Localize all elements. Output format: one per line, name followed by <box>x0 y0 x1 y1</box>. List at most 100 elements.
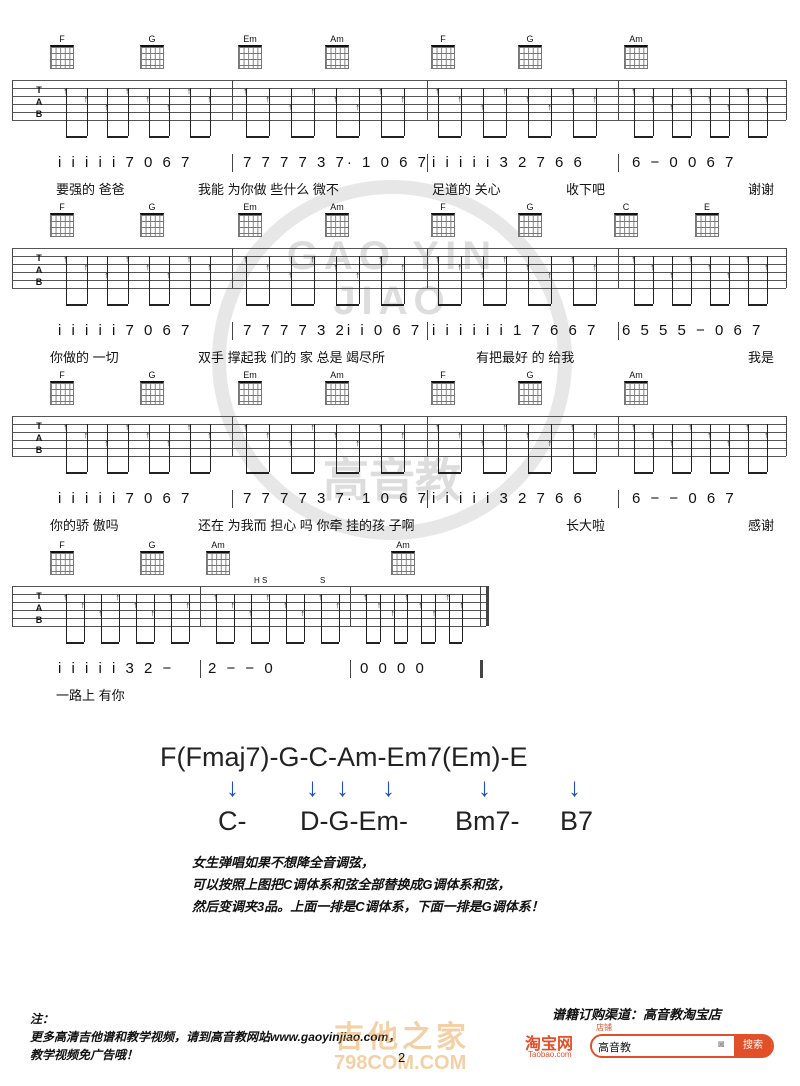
note-stem <box>505 256 507 304</box>
note-stem <box>767 88 768 136</box>
tab-string-line <box>12 448 786 449</box>
note-stem <box>691 88 692 136</box>
tab-string-line <box>12 610 486 611</box>
chord-name: F <box>440 370 446 380</box>
tab-clef-letter: B <box>35 445 43 455</box>
strum-arrow-icon: ↑ <box>83 94 89 104</box>
note-beam <box>66 304 87 306</box>
chord-grid <box>238 381 262 405</box>
note-stem <box>748 424 749 472</box>
note-stem <box>595 88 597 136</box>
strum-arrow-icon: ↑ <box>265 430 271 440</box>
lyric-text: 要强的 爸爸 <box>56 182 125 197</box>
chord-grid <box>614 213 638 237</box>
strum-arrow-icon: ↑ <box>457 94 463 104</box>
strum-arrow-icon: ↑ <box>707 430 712 440</box>
jianpu-barline <box>618 322 619 340</box>
tab-clef-letter: T <box>36 253 42 263</box>
final-barline <box>480 660 483 678</box>
note-stem <box>313 88 315 136</box>
store-search-box[interactable]: 高音教 ◙ 搜索 <box>590 1034 774 1058</box>
chord-grid <box>140 381 164 405</box>
note-stem <box>528 424 529 472</box>
chord-name: Am <box>396 540 410 550</box>
jianpu-measure: 2 − − 0 <box>208 660 276 677</box>
barline <box>200 586 201 626</box>
note-beam <box>246 136 269 138</box>
tab-string-line <box>12 88 786 89</box>
note-stem <box>528 88 529 136</box>
site-watermark: 吉他之家 <box>334 1021 470 1054</box>
note-stem <box>246 88 247 136</box>
down-arrow-icon: ↓ <box>306 772 319 802</box>
chord-grid <box>624 381 648 405</box>
note-stem <box>107 424 109 472</box>
strum-arrow-icon: ↑ <box>631 86 636 96</box>
strum-arrow-icon: ↑ <box>243 422 248 432</box>
tab-string-line <box>12 288 786 289</box>
strum-arrow-icon: ↑ <box>133 600 138 610</box>
note-stem <box>573 256 574 304</box>
chord-name: Am <box>330 34 344 44</box>
strum-arrow-icon: ↑ <box>166 270 171 280</box>
note-stem <box>169 424 171 472</box>
chord-diagram: C <box>611 202 641 237</box>
down-arrow-icon: ↓ <box>226 772 239 802</box>
strum-arrow-icon: ↑ <box>265 592 271 602</box>
note-stem <box>358 88 360 136</box>
note-stem <box>672 256 673 304</box>
barline <box>618 80 619 120</box>
lyric-text: 长大啦 <box>566 518 606 533</box>
note-stem <box>438 88 439 136</box>
strum-arrow-icon: ↑ <box>124 86 130 96</box>
chord-grid <box>50 45 74 69</box>
strum-arrow-icon: ↑ <box>631 422 636 432</box>
note-stem <box>767 424 768 472</box>
note-beam <box>246 304 269 306</box>
note-stem <box>381 88 382 136</box>
note-stem <box>393 594 395 642</box>
note-beam <box>528 472 551 474</box>
strum-arrow-icon: ↑ <box>98 608 103 618</box>
jianpu-barline <box>427 490 428 508</box>
note-stem <box>550 88 552 136</box>
note-beam <box>634 472 653 474</box>
chord-grid <box>325 45 349 69</box>
note-beam <box>216 642 234 644</box>
strum-arrow-icon: ↑ <box>145 262 151 272</box>
chord-diagram: Am <box>322 34 352 69</box>
note-stem <box>358 424 360 472</box>
strum-arrow-icon: ↑ <box>502 86 508 96</box>
note-stem <box>634 424 635 472</box>
jianpu-measure: 7 7 7 7 3 2i i 0 6 7 <box>243 322 423 339</box>
tab-clef-letter: A <box>35 97 43 107</box>
note-stem <box>153 594 155 642</box>
strum-arrow-icon: ↑ <box>457 430 463 440</box>
note-beam <box>573 472 596 474</box>
note-stem <box>653 256 654 304</box>
note-stem <box>171 594 172 642</box>
strum-arrow-icon: ↑ <box>400 262 406 272</box>
strum-arrow-icon: ↑ <box>669 270 674 280</box>
chord-diagram: G <box>515 202 545 237</box>
technique-mark: H S <box>254 576 268 585</box>
note-beam <box>148 472 170 474</box>
barline <box>786 416 787 456</box>
strum-arrow-icon: ↑ <box>431 608 437 618</box>
chord-name: Am <box>629 34 643 44</box>
barline <box>232 80 233 120</box>
jianpu-measure: 7 7 7 7 3 7· 1 0 6 7 <box>243 490 429 507</box>
strum-arrow-icon: ↑ <box>355 102 361 112</box>
tab-string-line <box>12 96 786 97</box>
tab-string-line <box>12 280 786 281</box>
strum-arrow-icon: ↑ <box>502 422 508 432</box>
note-stem <box>483 88 484 136</box>
search-button[interactable]: 搜索 <box>734 1034 772 1058</box>
tab-string-line <box>12 626 486 627</box>
tab-string-line <box>12 256 786 257</box>
note-stem <box>767 256 768 304</box>
note-beam <box>634 304 653 306</box>
chord-diagram: F <box>47 34 77 69</box>
chord-grid <box>431 45 455 69</box>
note-beam <box>634 136 653 138</box>
